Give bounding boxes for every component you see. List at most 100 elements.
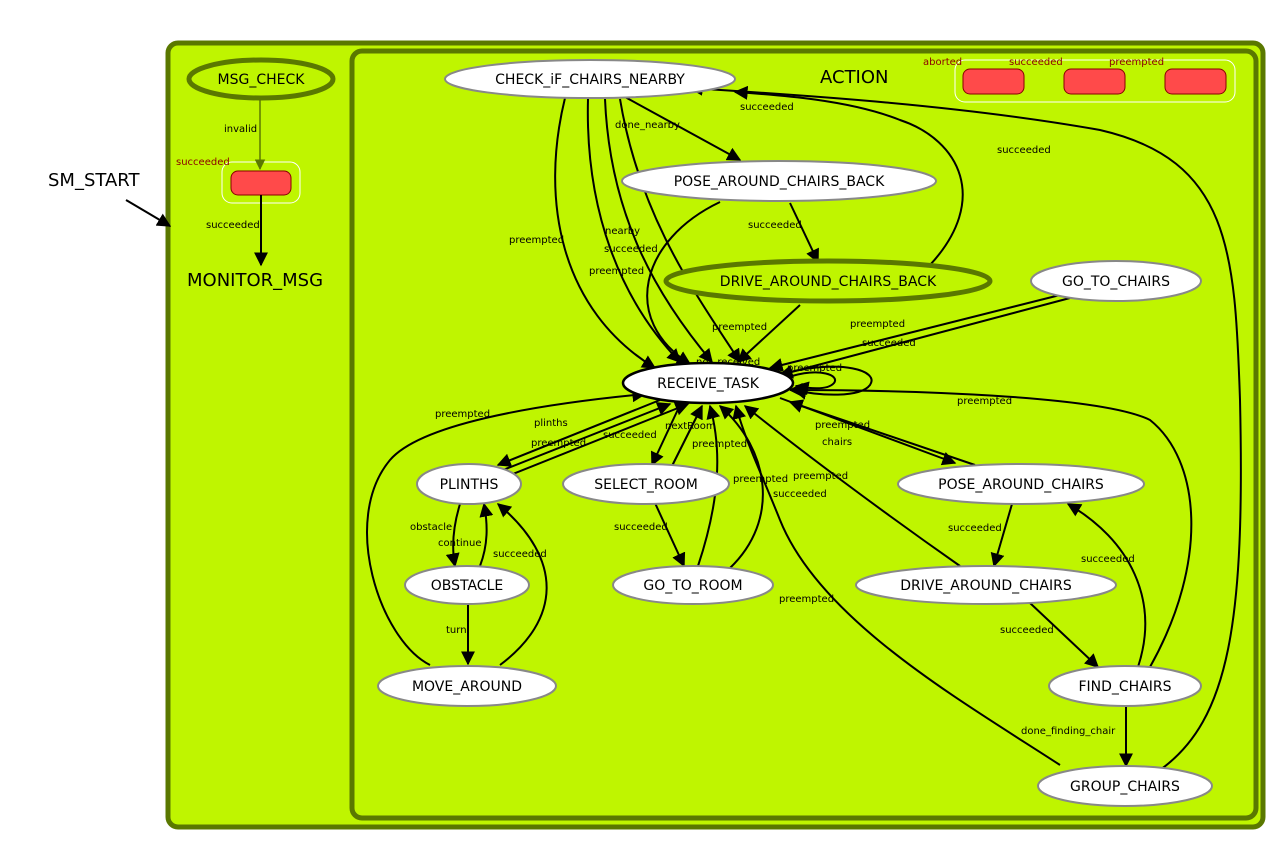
node-go-to-room[interactable]: GO_TO_ROOM bbox=[612, 565, 774, 605]
node-msg-check[interactable]: MSG_CHECK bbox=[186, 57, 336, 101]
edge-poseback-driveback bbox=[789, 202, 819, 264]
svg-text:SELECT_ROOM: SELECT_ROOM bbox=[594, 477, 698, 493]
edge-gotochairs-receive-2 bbox=[778, 297, 1071, 379]
label-gc-succeeded: succeeded bbox=[997, 145, 1051, 156]
label-sr-preempted: preempted bbox=[692, 439, 747, 450]
svg-text:PLINTHS: PLINTHS bbox=[440, 477, 499, 493]
label-pl-succeeded: succeeded bbox=[603, 430, 657, 441]
node-drive-around-chairs-back[interactable]: DRIVE_AROUND_CHAIRS_BACK bbox=[663, 258, 993, 304]
edge-plinths-receive-2 bbox=[507, 402, 690, 477]
nodes: MSG_CHECK CHECK_iF_CHAIRS_NEARBY POSE_AR… bbox=[186, 57, 1213, 807]
action-outcome-aborted-label: aborted bbox=[923, 57, 962, 68]
edge-driveback-receive bbox=[736, 304, 801, 363]
start-arrow bbox=[125, 199, 172, 227]
node-group-chairs[interactable]: GROUP_CHAIRS bbox=[1037, 765, 1213, 807]
label-grp-preempted: preempted bbox=[779, 594, 834, 605]
edge-findchairs-receive bbox=[788, 383, 1193, 668]
label-fc-succeeded: succeeded bbox=[1081, 554, 1135, 565]
action-label: ACTION bbox=[820, 67, 889, 88]
edge-group-receive bbox=[732, 404, 1061, 766]
edge-posechairs-receive bbox=[788, 399, 976, 466]
node-drive-around-chairs[interactable]: DRIVE_AROUND_CHAIRS bbox=[855, 565, 1117, 605]
label-gtc-preempted: preempted bbox=[850, 319, 905, 330]
action-outcome-succeeded bbox=[1063, 68, 1126, 95]
svg-text:GO_TO_CHAIRS: GO_TO_CHAIRS bbox=[1062, 274, 1170, 290]
label-mon-succeeded: succeeded bbox=[206, 220, 260, 231]
svg-text:POSE_AROUND_CHAIRS_BACK: POSE_AROUND_CHAIRS_BACK bbox=[674, 174, 885, 190]
svg-text:GO_TO_ROOM: GO_TO_ROOM bbox=[643, 578, 742, 594]
svg-text:DRIVE_AROUND_CHAIRS: DRIVE_AROUND_CHAIRS bbox=[900, 578, 1072, 594]
edge-drivechairs-findchairs bbox=[1029, 602, 1100, 668]
svg-text:CHECK_iF_CHAIRS_NEARBY: CHECK_iF_CHAIRS_NEARBY bbox=[495, 72, 685, 88]
label-fc-preempted: preempted bbox=[957, 396, 1012, 407]
label-db-preempted: preempted bbox=[712, 322, 767, 333]
action-outcome-preempted-label: preempted bbox=[1109, 57, 1164, 68]
edge-selectroom-gotoroom bbox=[654, 502, 686, 568]
label-pl-preempted: preempted bbox=[531, 438, 586, 449]
node-pose-around-chairs-back[interactable]: POSE_AROUND_CHAIRS_BACK bbox=[621, 160, 937, 202]
svg-text:GROUP_CHAIRS: GROUP_CHAIRS bbox=[1070, 779, 1180, 795]
monitor-outcome-label: succeeded bbox=[176, 157, 230, 168]
edge-obstacle-plinths bbox=[479, 502, 494, 567]
monitor-msg-label: MONITOR_MSG bbox=[187, 270, 323, 291]
edge-receive-plinths bbox=[496, 399, 661, 467]
action-outcome-succeeded-label: succeeded bbox=[1009, 57, 1063, 68]
action-container bbox=[349, 48, 1259, 821]
label-turn: turn bbox=[446, 625, 467, 636]
edge-check-receive-4 bbox=[619, 98, 741, 364]
edge-check-receive-3 bbox=[604, 98, 713, 364]
edge-plinths-obstacle bbox=[445, 503, 461, 568]
node-find-chairs[interactable]: FIND_CHAIRS bbox=[1048, 665, 1202, 707]
action-outcome-panel bbox=[954, 59, 1236, 103]
edge-driveback-check bbox=[733, 85, 964, 266]
svg-text:MSG_CHECK: MSG_CHECK bbox=[218, 72, 306, 88]
label-invalid: invalid bbox=[224, 124, 257, 135]
svg-text:RECEIVE_TASK: RECEIVE_TASK bbox=[657, 376, 760, 392]
label-ob-succeeded: succeeded bbox=[493, 549, 547, 560]
edge-group-check bbox=[688, 81, 1242, 771]
label-cc-succeeded: succeeded bbox=[740, 102, 794, 113]
action-outcome-aborted bbox=[962, 68, 1025, 95]
svg-text:POSE_AROUND_CHAIRS: POSE_AROUND_CHAIRS bbox=[938, 477, 1104, 493]
node-obstacle[interactable]: OBSTACLE bbox=[404, 565, 530, 605]
label-pc-preempted: preempted bbox=[815, 420, 870, 431]
edge-labels: invalid succeeded succeeded done_nearby … bbox=[206, 102, 1135, 737]
svg-text:DRIVE_AROUND_CHAIRS_BACK: DRIVE_AROUND_CHAIRS_BACK bbox=[720, 274, 937, 290]
edge-check-receive-2 bbox=[586, 98, 681, 364]
edge-poseback-receive bbox=[646, 201, 721, 365]
label-gtr-preempted: preempted bbox=[733, 474, 788, 485]
monitor-outcome-succeeded bbox=[230, 170, 292, 196]
edge-receive-self-1 bbox=[789, 365, 873, 400]
label-pb-succeeded: succeeded bbox=[604, 244, 658, 255]
edge-movearound-plinths bbox=[496, 503, 548, 666]
label-pc-succeeded: succeeded bbox=[948, 523, 1002, 534]
node-go-to-chairs[interactable]: GO_TO_CHAIRS bbox=[1030, 260, 1202, 302]
edge-findchairs-posechairs bbox=[1066, 503, 1147, 668]
node-pose-around-chairs[interactable]: POSE_AROUND_CHAIRS bbox=[897, 463, 1145, 505]
edge-gotochairs-receive-1 bbox=[768, 294, 1061, 372]
node-select-room[interactable]: SELECT_ROOM bbox=[562, 463, 730, 505]
node-receive-task[interactable]: RECEIVE_TASK bbox=[621, 361, 795, 405]
label-obstacle: obstacle bbox=[410, 522, 452, 533]
node-move-around[interactable]: MOVE_AROUND bbox=[377, 665, 557, 707]
node-plinths[interactable]: PLINTHS bbox=[416, 463, 522, 505]
label-continue: continue bbox=[438, 538, 481, 549]
start-label: SM_START bbox=[48, 170, 140, 191]
svg-text:OBSTACLE: OBSTACLE bbox=[431, 578, 503, 594]
label-pb-ds: succeeded bbox=[748, 220, 802, 231]
action-outcome-preempted bbox=[1164, 68, 1227, 95]
label-dc-preempted: preempted bbox=[793, 471, 848, 482]
label-gtr-succeeded: succeeded bbox=[773, 489, 827, 500]
edge-selectroom-receive bbox=[671, 404, 703, 467]
edge-check-pose-back bbox=[624, 96, 742, 161]
edge-receive-self-2 bbox=[791, 371, 837, 396]
label-done-nearby: done_nearby bbox=[615, 120, 680, 131]
label-cc-preempted: preempted bbox=[509, 235, 564, 246]
edge-movearound-receive bbox=[366, 388, 647, 666]
edge-receive-selectroom bbox=[650, 404, 681, 467]
label-pb-preempted: preempted bbox=[589, 266, 644, 277]
node-check-chairs-nearby[interactable]: CHECK_iF_CHAIRS_NEARBY bbox=[444, 59, 736, 99]
svg-text:MOVE_AROUND: MOVE_AROUND bbox=[412, 679, 522, 695]
label-dc-succeeded: succeeded bbox=[1000, 625, 1054, 636]
